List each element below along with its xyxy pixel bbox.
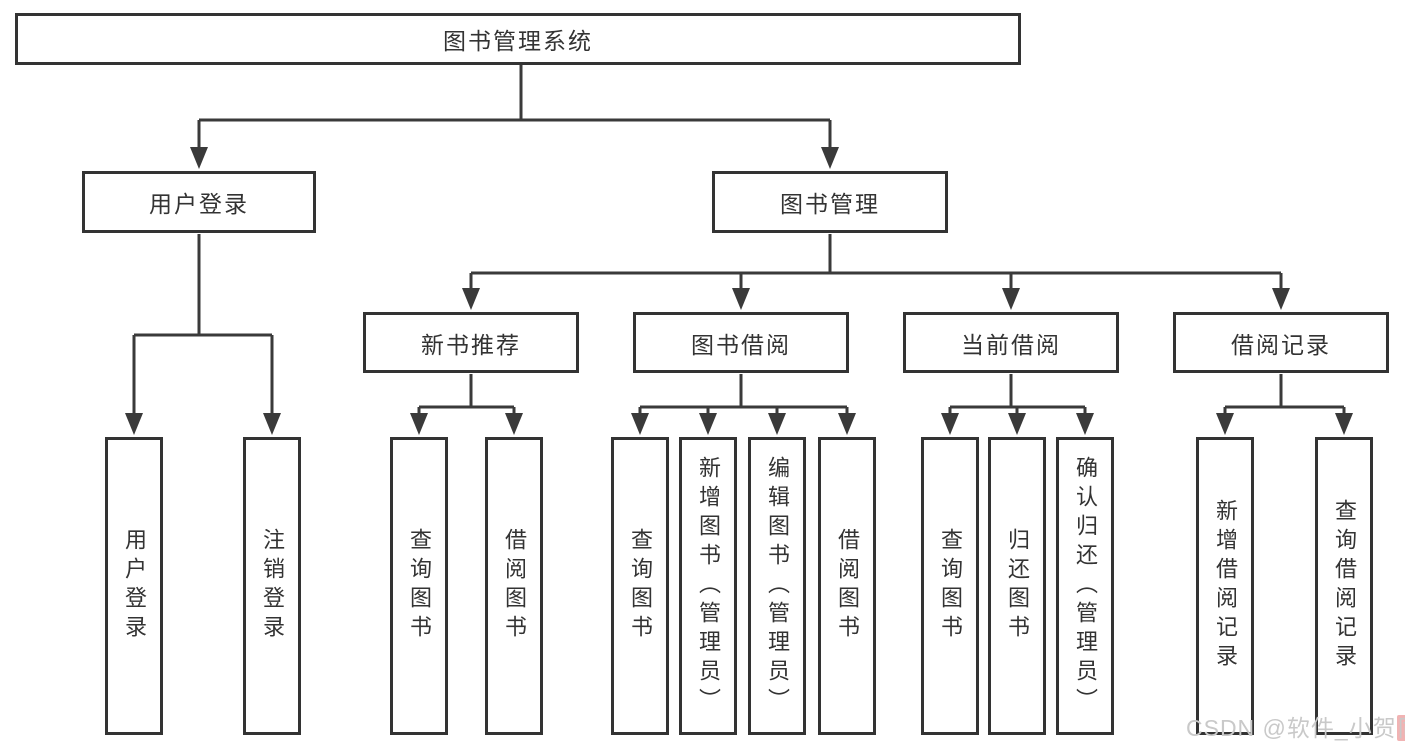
leaf-label: 新增图书（管理员） (696, 455, 721, 717)
leaf-label: 查询借阅记录 (1332, 499, 1357, 673)
connector-root-split (190, 64, 839, 169)
connector-user-login-split (125, 234, 281, 435)
node-label: 新书推荐 (421, 331, 521, 358)
leaf-label: 查询图书 (407, 528, 432, 644)
leaf-query-books-recommend: 查询图书 (390, 437, 448, 735)
leaf-edit-books-admin: 编辑图书（管理员） (748, 437, 806, 735)
leaf-add-borrow-record: 新增借阅记录 (1196, 437, 1254, 735)
leaf-query-borrow-record: 查询借阅记录 (1315, 437, 1373, 735)
leaf-query-books-borrow: 查询图书 (611, 437, 669, 735)
leaf-return-books: 归还图书 (988, 437, 1046, 735)
leaf-confirm-return-admin: 确认归还（管理员） (1056, 437, 1114, 735)
node-label: 图书借阅 (691, 331, 791, 358)
leaf-add-books-admin: 新增图书（管理员） (679, 437, 737, 735)
node-label: 图书管理系统 (443, 28, 593, 54)
leaf-query-books-current: 查询图书 (921, 437, 979, 735)
leaf-label: 注销登录 (260, 528, 285, 644)
connector-current-borrow-split (941, 374, 1094, 435)
csdn-watermark: CSDN @软件_小贺同学 (1186, 709, 1405, 743)
leaf-label: 查询图书 (938, 528, 963, 644)
leaf-borrow-books-recommend: 借阅图书 (485, 437, 543, 735)
leaf-borrow-books: 借阅图书 (818, 437, 876, 735)
node-label: 借阅记录 (1231, 331, 1331, 358)
leaf-label: 用户登录 (122, 528, 147, 644)
node-book-management: 图书管理 (712, 171, 948, 233)
node-label: 当前借阅 (961, 331, 1061, 358)
node-label: 图书管理 (780, 191, 880, 217)
connector-book-borrow-split (631, 374, 856, 435)
leaf-label: 归还图书 (1005, 528, 1030, 644)
node-borrowing-records: 借阅记录 (1173, 312, 1389, 373)
connector-book-mgmt-split (462, 234, 1290, 310)
leaf-label: 借阅图书 (502, 528, 527, 644)
node-label: 用户登录 (149, 191, 249, 217)
connector-new-book-split (410, 374, 523, 435)
leaf-label: 借阅图书 (835, 528, 860, 644)
watermark-highlight: 同学 (1396, 715, 1405, 741)
connector-borrow-records-split (1216, 374, 1353, 435)
node-book-borrowing: 图书借阅 (633, 312, 849, 373)
node-library-management-system: 图书管理系统 (15, 13, 1021, 65)
leaf-user-login: 用户登录 (105, 437, 163, 735)
node-new-book-recommend: 新书推荐 (363, 312, 579, 373)
leaf-label: 确认归还（管理员） (1073, 455, 1098, 717)
leaf-logout: 注销登录 (243, 437, 301, 735)
watermark-text: CSDN @软件_小贺 (1186, 715, 1397, 741)
leaf-label: 查询图书 (628, 528, 653, 644)
node-current-borrowing: 当前借阅 (903, 312, 1119, 373)
node-user-login: 用户登录 (82, 171, 316, 233)
leaf-label: 新增借阅记录 (1213, 499, 1238, 673)
leaf-label: 编辑图书（管理员） (765, 455, 790, 717)
